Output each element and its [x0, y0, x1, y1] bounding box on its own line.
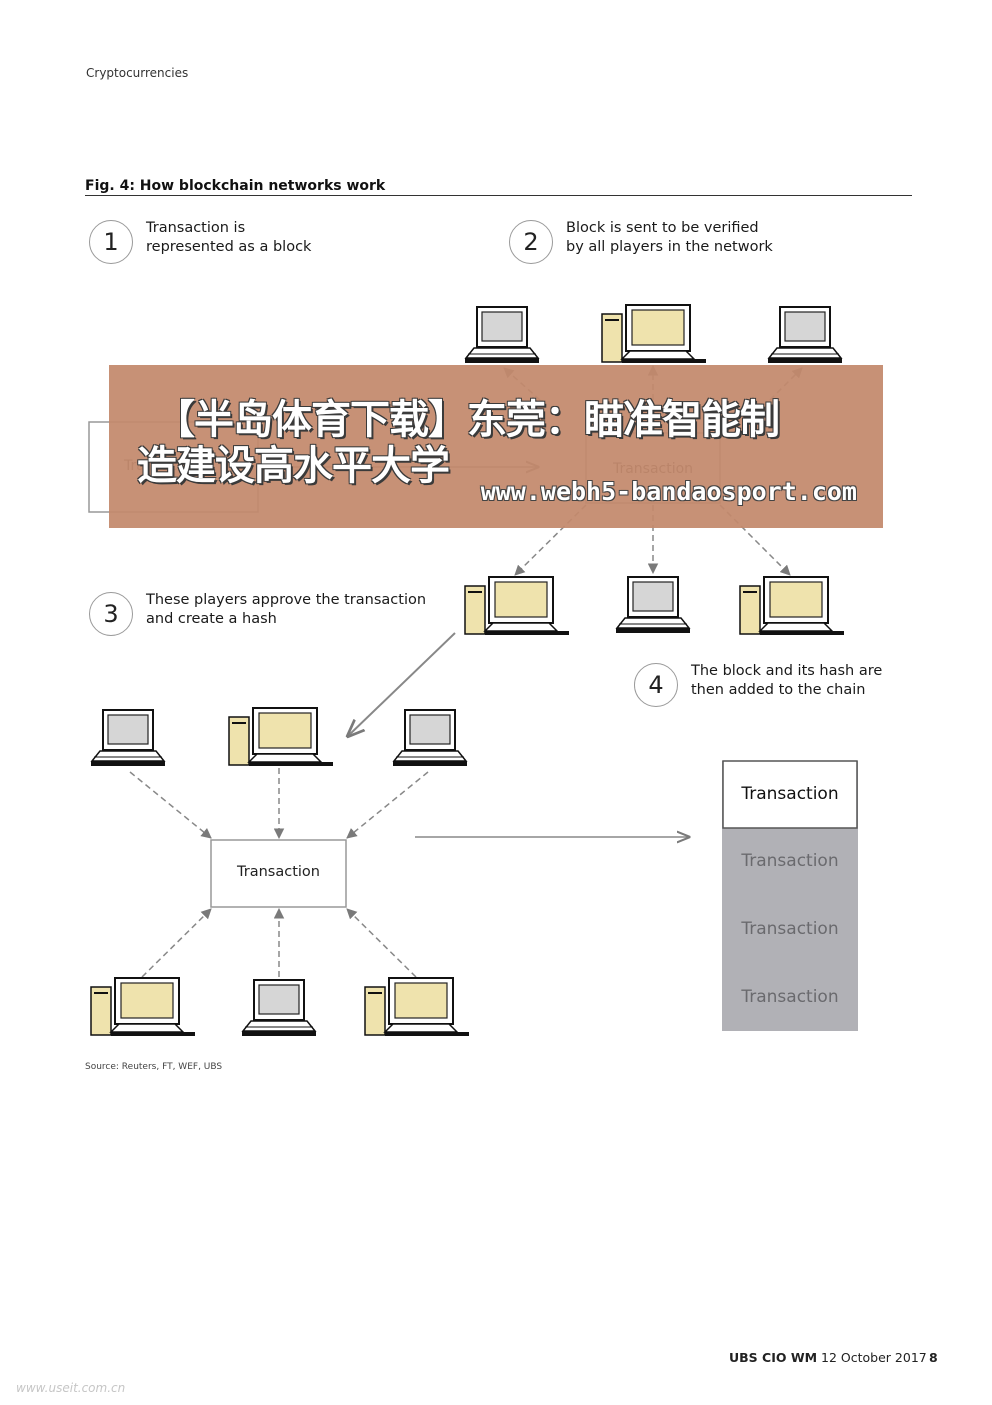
step-2-line-1: Block is sent to be verified [566, 220, 759, 236]
step-3-line-2: and create a hash [146, 611, 277, 627]
banner-headline-line-2: 造建设高水平大学 [137, 443, 450, 489]
chain-new-block [722, 760, 858, 829]
footer-credit: UBS CIO WM 12 October 2017 [729, 1350, 927, 1365]
step-2-number: 2 [509, 220, 553, 264]
banner-url[interactable]: www.webh5-bandaosport.com [480, 477, 857, 506]
step-3-text: These players approve the transaction an… [146, 591, 426, 629]
step-3-number: 3 [89, 592, 133, 636]
chain-block-2-label: Transaction [741, 851, 839, 871]
banner-headline-line-1: 【半岛体育下载】东莞：瞄准智能制 [155, 397, 780, 443]
desktop-computer-icon [464, 576, 570, 636]
step-1-number: 1 [89, 220, 133, 264]
laptop-icon [90, 709, 166, 767]
page-number: 8 [929, 1350, 938, 1365]
figure-title: Fig. 4: How blockchain networks work [85, 178, 386, 194]
desktop-computer-icon [739, 576, 845, 636]
section-header: Cryptocurrencies [86, 66, 189, 80]
footer-brand: UBS CIO WM [729, 1350, 818, 1365]
footer-date: 12 October 2017 [821, 1350, 927, 1365]
chain-block-1-label: Transaction [741, 784, 839, 804]
step-2-text: Block is sent to be verified by all play… [566, 219, 773, 257]
step-3-block-label: Transaction [237, 864, 320, 880]
step-4-line-1: The block and its hash are [691, 663, 883, 679]
corner-watermark: www.useit.com.cn [16, 1381, 126, 1395]
step-3-transaction-block [210, 839, 347, 908]
laptop-icon [615, 576, 691, 634]
desktop-computer-icon [228, 707, 334, 767]
laptop-icon [241, 979, 317, 1037]
step-4-text: The block and its hash are then added to… [691, 662, 882, 700]
figure-title-rule [85, 195, 912, 196]
step-3-line-1: These players approve the transaction [146, 592, 427, 608]
laptop-icon [392, 709, 468, 767]
laptop-icon [464, 306, 540, 364]
step-4-line-2: then added to the chain [691, 682, 866, 698]
overlay-ad-banner[interactable]: 【半岛体育下载】东莞：瞄准智能制 造建设高水平大学 www.webh5-band… [109, 365, 883, 528]
laptop-icon [767, 306, 843, 364]
chain-block-4-label: Transaction [741, 987, 839, 1007]
step-1-line-2: represented as a block [146, 239, 312, 255]
figure-source: Source: Reuters, FT, WEF, UBS [85, 1062, 223, 1072]
step-1-text: Transaction is represented as a block [146, 219, 311, 257]
desktop-computer-icon [601, 304, 707, 364]
step-2-line-2: by all players in the network [566, 239, 773, 255]
step-1-line-1: Transaction is [146, 220, 246, 236]
chain-block-3-label: Transaction [741, 919, 839, 939]
step-4-number: 4 [634, 663, 678, 707]
desktop-computer-icon [364, 977, 470, 1037]
desktop-computer-icon [90, 977, 196, 1037]
